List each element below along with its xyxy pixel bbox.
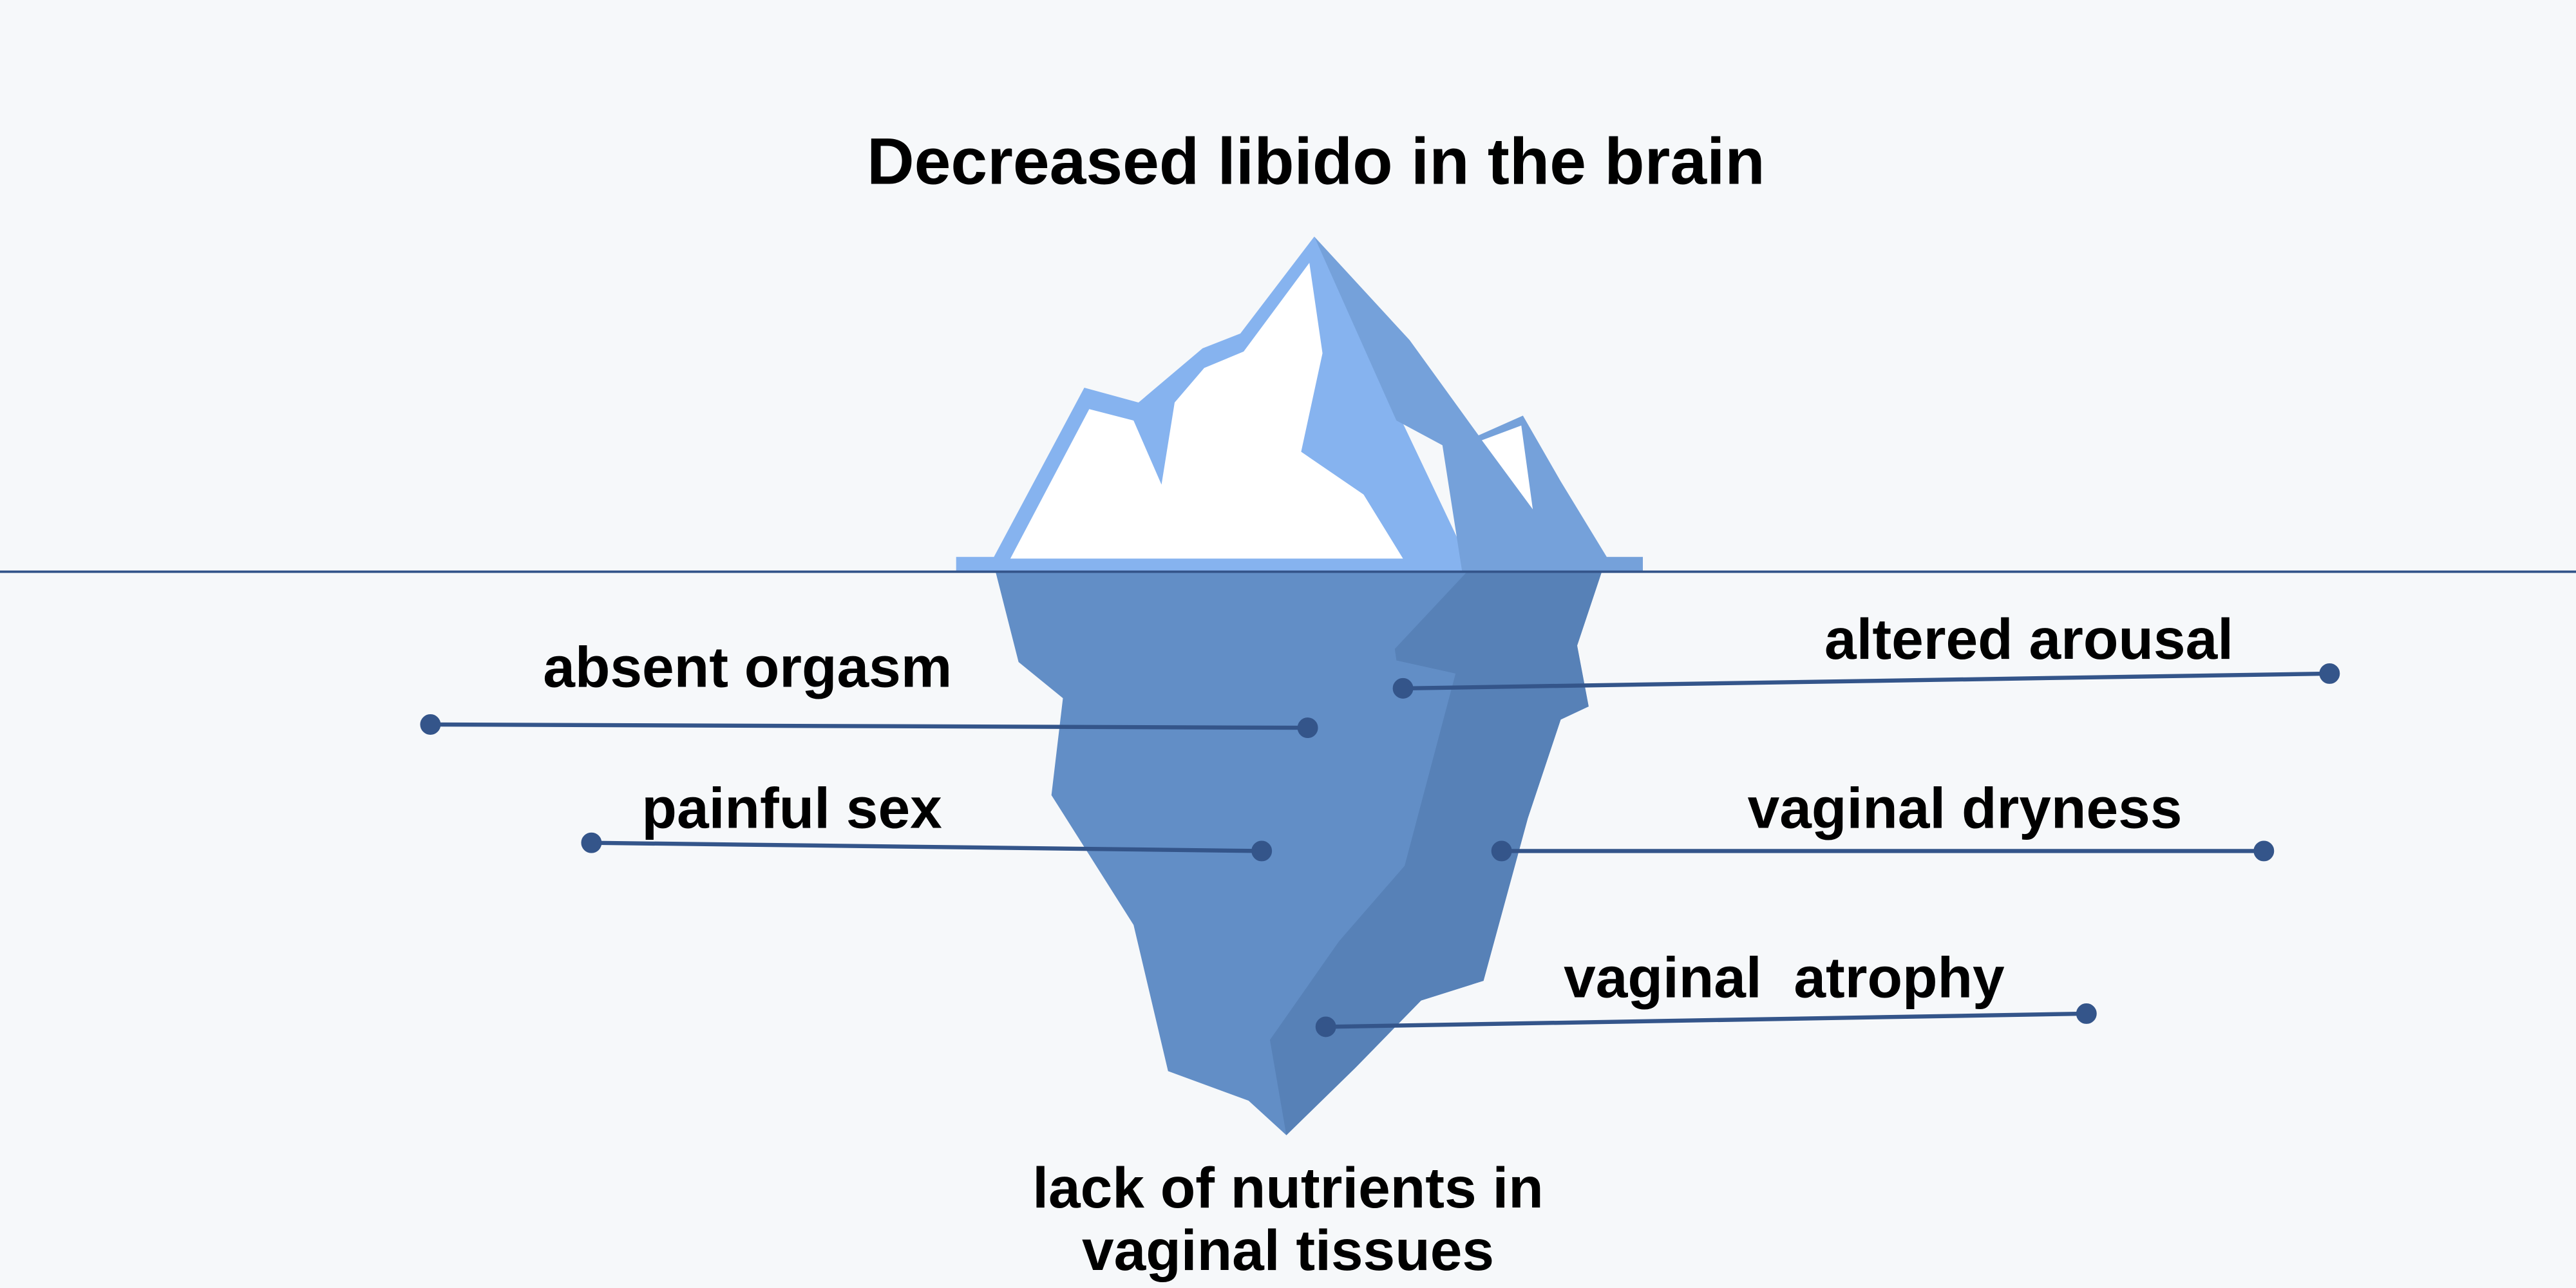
label-absent-orgasm: absent orgasm: [543, 634, 952, 699]
label-vaginal-dryness: vaginal dryness: [1748, 776, 2183, 840]
label-bottom-line1: lack of nutrients in: [1032, 1155, 1544, 1220]
iceberg-underwater-shade: [1269, 571, 1602, 1135]
title: Decreased libido in the brain: [867, 125, 1765, 198]
iceberg-tip-shade: [1314, 236, 1643, 572]
pointer-absent-orgasm: [420, 714, 1318, 739]
pointer-altered-arousal: [1392, 663, 2340, 699]
label-painful-sex: painful sex: [641, 776, 942, 840]
label-vaginal-atrophy: vaginal atrophy: [1564, 945, 2005, 1009]
iceberg-snow: [1010, 263, 1403, 559]
pointer-vaginal-atrophy: [1315, 1003, 2097, 1037]
iceberg-snow-small: [1482, 425, 1533, 509]
iceberg: [956, 236, 1643, 1135]
pointer-painful-sex: [581, 832, 1273, 862]
label-bottom-line2: vaginal tissues: [1082, 1218, 1494, 1282]
label-altered-arousal: altered arousal: [1824, 607, 2233, 671]
pointer-vaginal-dryness: [1491, 840, 2275, 862]
